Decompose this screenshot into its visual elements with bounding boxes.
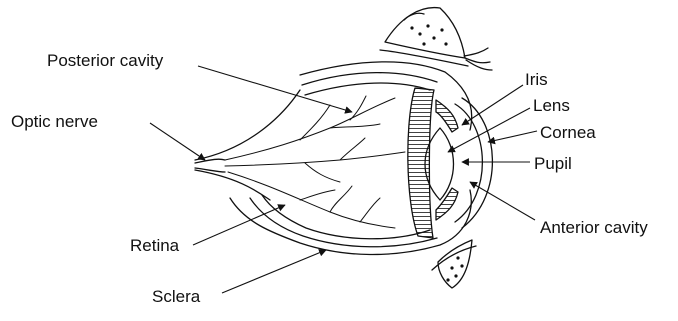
optic-nerve-upper [195,90,300,160]
sclera-outer-wall [230,62,472,255]
leader-sclera [222,250,326,293]
leader-retina [193,205,285,245]
label-anterior-cavity: Anterior cavity [540,219,648,236]
label-iris: Iris [525,71,548,88]
iris-upper [436,100,458,132]
label-retina: Retina [130,237,179,254]
label-posterior-cavity: Posterior cavity [47,52,163,69]
leader-optic-nerve [150,123,205,160]
lower-eyelid [432,240,476,288]
leader-lens [448,108,530,152]
leader-anterior-cavity [470,182,535,220]
leader-cornea [488,131,537,142]
label-sclera: Sclera [152,288,200,305]
optic-nerve-lower [195,170,270,200]
cornea [462,98,492,228]
label-cornea: Cornea [540,124,596,141]
label-optic-nerve: Optic nerve [11,113,98,130]
retinal-blood-vessels [225,96,405,228]
label-lens: Lens [533,97,570,114]
upper-eyelid [380,8,492,70]
iris-lower [436,188,458,220]
label-pupil: Pupil [534,155,572,172]
ciliary-body [408,88,434,238]
